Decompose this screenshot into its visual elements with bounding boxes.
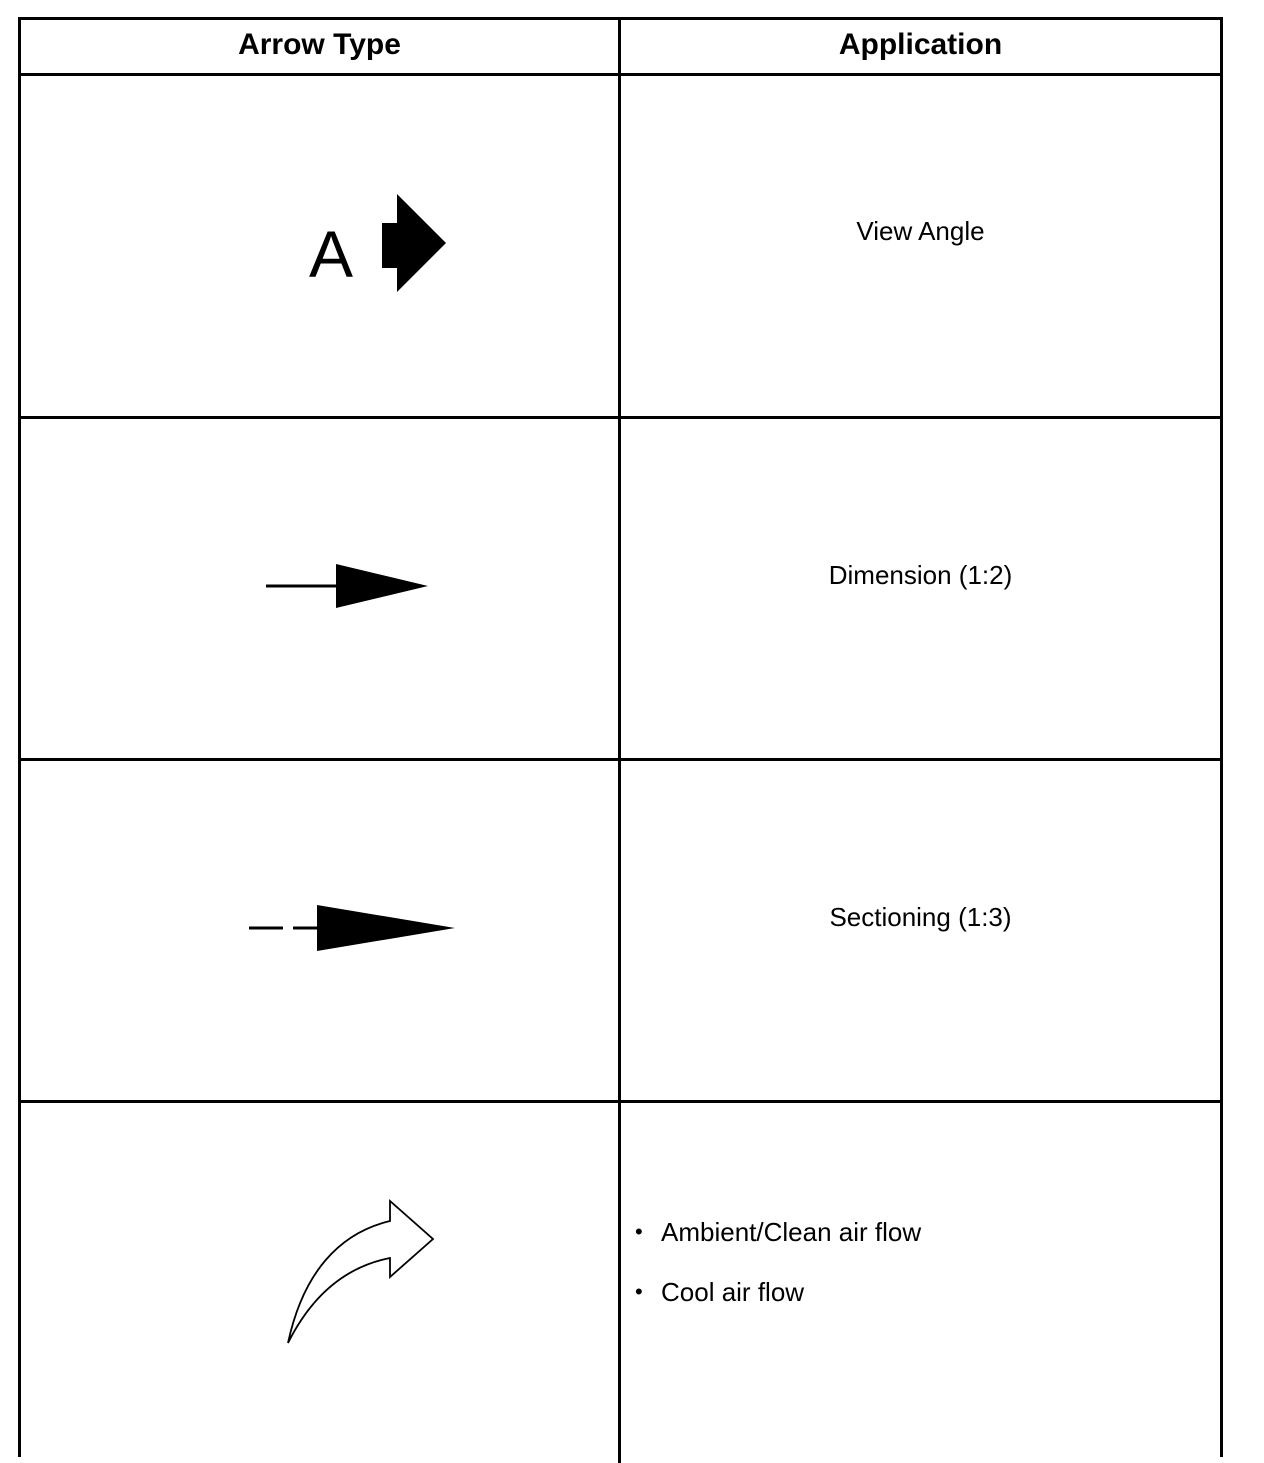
- table-header-row: Arrow Type Application: [21, 20, 1220, 76]
- bullet-text: Cool air flow: [661, 1277, 805, 1307]
- view-label-a: A: [309, 217, 353, 291]
- arrow-type-table: Arrow Type Application A View Angle Dime…: [18, 17, 1223, 1463]
- solid-arrow-right-icon: [266, 564, 428, 608]
- application-bullet-list: •Ambient/Clean air flow •Cool air flow: [635, 1217, 921, 1337]
- dashed-arrow-right-icon: [249, 905, 455, 951]
- application-text: Sectioning (1:3): [829, 902, 1012, 932]
- block-arrow-right-icon: A: [309, 194, 446, 292]
- list-item: •Ambient/Clean air flow: [635, 1217, 922, 1247]
- table-row: Dimension (1:2): [21, 419, 1220, 761]
- header-arrow-type: Arrow Type: [21, 20, 621, 73]
- arrow-type-cell: [21, 1103, 621, 1463]
- application-cell: Sectioning (1:3): [621, 761, 1220, 1100]
- bullet-text: Ambient/Clean air flow: [661, 1217, 922, 1247]
- application-text: View Angle: [856, 216, 985, 246]
- arrow-type-cell: [21, 761, 621, 1100]
- application-text: Dimension (1:2): [828, 560, 1013, 590]
- arrow-type-cell: A: [21, 76, 621, 416]
- curved-outline-arrow-icon: [287, 1199, 435, 1344]
- table-row: A View Angle: [21, 76, 1220, 419]
- application-cell: •Ambient/Clean air flow •Cool air flow: [621, 1103, 1220, 1463]
- arrow-type-cell: [21, 419, 621, 758]
- list-item: •Cool air flow: [635, 1277, 805, 1307]
- header-application: Application: [838, 27, 1003, 61]
- application-cell: Dimension (1:2): [621, 419, 1220, 758]
- table-row: •Ambient/Clean air flow •Cool air flow: [21, 1103, 1220, 1463]
- table-row: Sectioning (1:3): [21, 761, 1220, 1103]
- application-cell: View Angle: [621, 76, 1220, 416]
